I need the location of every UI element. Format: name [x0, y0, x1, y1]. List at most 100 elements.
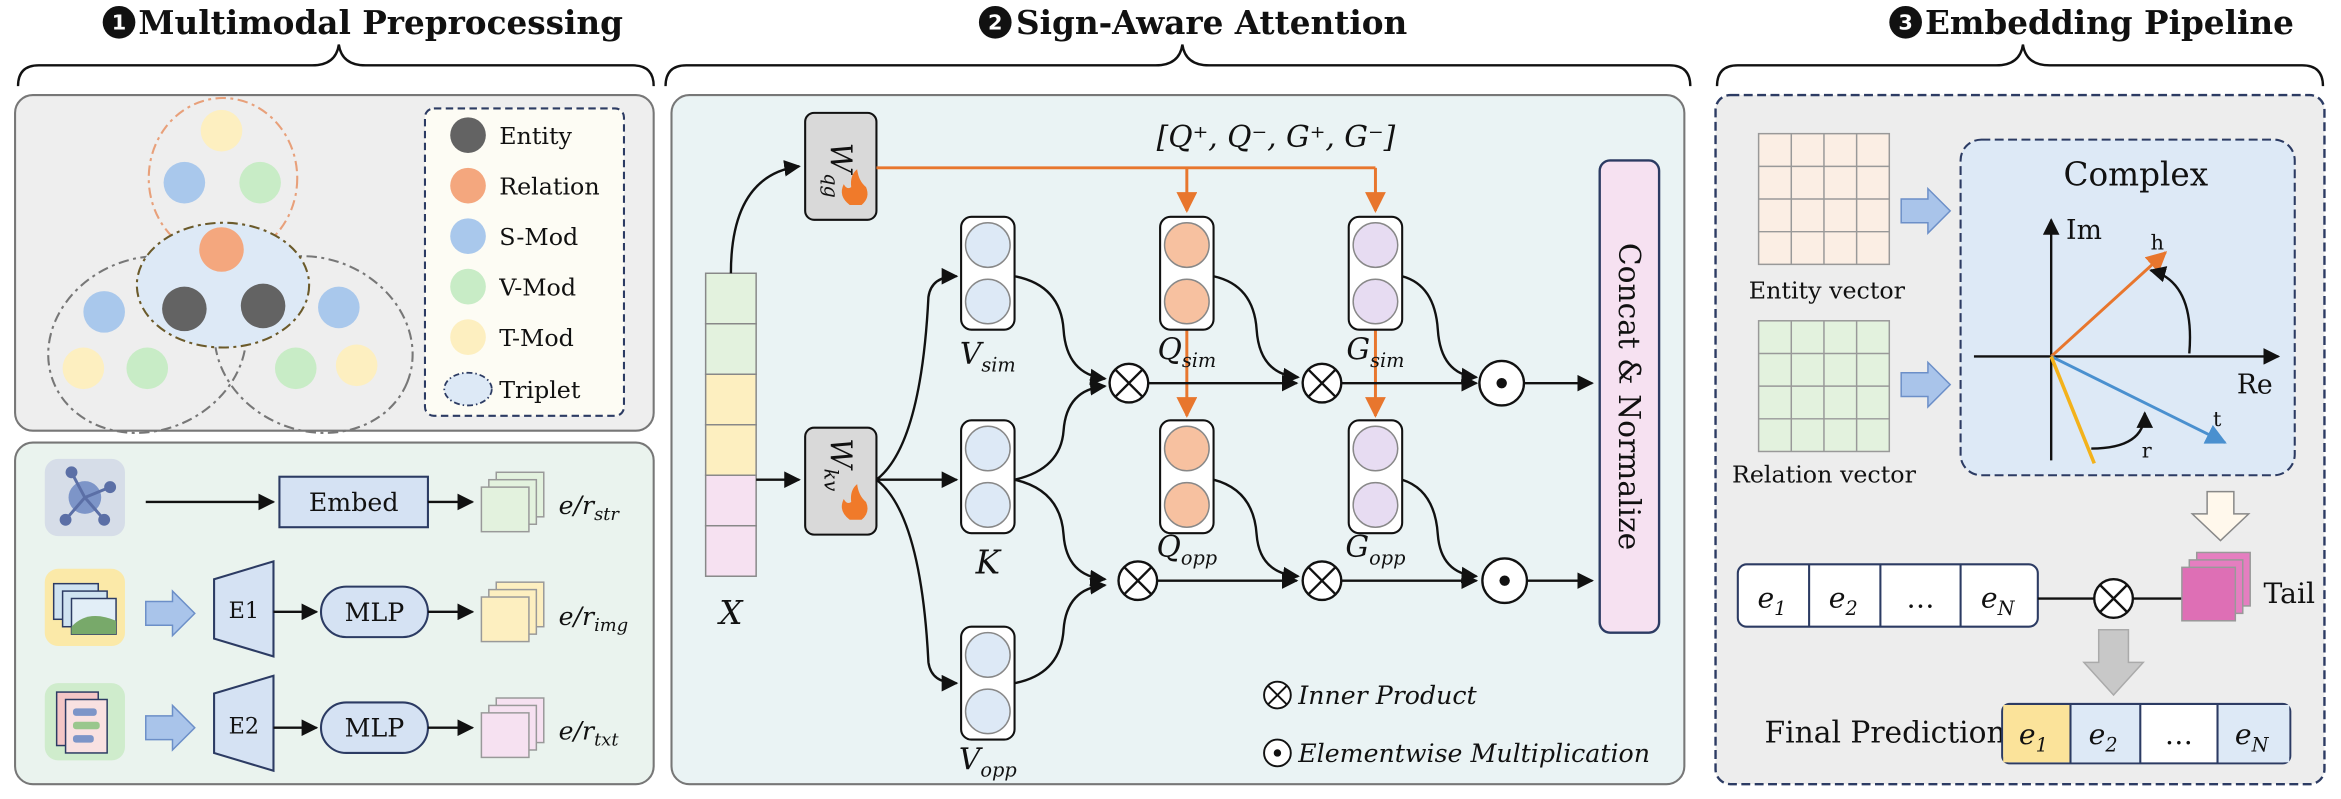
legend-triplet-label: Triplet	[499, 376, 581, 404]
legend-relation: Relation	[450, 167, 600, 204]
arrow-wkv-to-vopp	[875, 478, 959, 692]
conn-qopp-op4	[1213, 478, 1300, 584]
entity-row	[1736, 563, 2039, 628]
wkv-box: Wkv	[804, 426, 878, 536]
arrow-x-to-wqg	[729, 160, 801, 274]
output-img: e/rimg	[559, 602, 629, 636]
qopp-block	[1159, 419, 1215, 535]
rotation-arc-r	[2091, 411, 2154, 450]
legend-smod: S-Mod	[450, 218, 578, 254]
blue-arrow-relation	[1900, 360, 1952, 409]
final-prediction-row	[2001, 702, 2292, 765]
vsim-block	[960, 215, 1016, 331]
inner-product-op-2	[1117, 560, 1159, 602]
vopp-block	[960, 625, 1016, 741]
section-title-attention: 2 Sign-Aware Attention	[978, 3, 1407, 42]
stack-txt	[480, 697, 545, 759]
inner-product-op-pipeline	[2093, 578, 2135, 620]
stack-img	[480, 581, 545, 643]
encoder-e1: E1	[213, 559, 275, 658]
legend-vmod-label: V-Mod	[498, 274, 576, 302]
section-number-2: 2	[988, 11, 1002, 35]
rotation-arc-h	[2149, 266, 2192, 354]
brace-attention	[664, 44, 1692, 87]
arrow-wkv-to-vsim	[875, 267, 959, 481]
im-axis-label: Im	[2066, 215, 2102, 246]
section-title-text-3: Embedding Pipeline	[1925, 3, 2294, 42]
input-x-label: X	[716, 594, 744, 632]
re-axis-label: Re	[2237, 370, 2273, 401]
down-hollow-arrow	[2190, 490, 2251, 542]
wqg-box: Wqg	[804, 111, 878, 221]
concat-normalize-box: Concat & Normalize	[1598, 159, 1661, 634]
gopp-block	[1347, 419, 1404, 535]
mlp-img-label: MLP	[345, 598, 405, 627]
document-icon	[44, 683, 125, 761]
concat-label: Concat & Normalize	[1611, 243, 1646, 550]
entity-vector-label: Entity vector	[1749, 277, 1906, 305]
encoder-e1-label: E1	[229, 598, 259, 624]
final-ellipsis: …	[2165, 718, 2193, 751]
row-e1: e1	[1757, 581, 1786, 619]
blue-arrow-txt	[145, 703, 196, 752]
elementwise-op-2	[1481, 557, 1529, 605]
conn-gsim-mul1	[1401, 275, 1479, 385]
k-label: K	[975, 543, 1002, 581]
image-icon	[44, 568, 125, 647]
blue-arrow-entity	[1900, 186, 1952, 235]
embed-box: Embed	[278, 475, 429, 529]
legend-elementwise: Elementwise Multiplication	[1263, 738, 1650, 768]
input-x-column	[704, 272, 757, 577]
inner-product-op-3	[1301, 362, 1343, 404]
output-txt: e/rtxt	[559, 717, 620, 751]
encoder-e2-label: E2	[229, 714, 259, 740]
complex-title: Complex	[2063, 156, 2208, 194]
section-title-text-2: Sign-Aware Attention	[1016, 3, 1407, 42]
final-prediction-label: Final Prediction	[1765, 716, 2006, 751]
vector-t-label: t	[2213, 407, 2222, 431]
conn-vsim-op1	[1014, 275, 1107, 386]
vector-h-label: h	[2151, 231, 2164, 255]
gopp-label: Gopp	[1345, 530, 1405, 569]
legend-tmod-label: T-Mod	[499, 324, 574, 352]
k-block	[960, 419, 1016, 535]
final-e1: e1	[2019, 718, 2048, 756]
section-number-1: 1	[112, 11, 126, 35]
flame-icon-qg	[841, 169, 868, 205]
tail-stack	[2181, 551, 2251, 622]
embed-label: Embed	[309, 488, 399, 517]
qsim-block	[1159, 215, 1215, 331]
blue-arrow-img	[145, 589, 196, 638]
legend-triplet: Triplet	[443, 371, 581, 407]
row-eN: eN	[1981, 581, 2016, 619]
stack-str	[480, 471, 545, 533]
vector-t	[2050, 355, 2227, 444]
qg-list-label: [Q⁺, Q⁻, G⁺, G⁻]	[1157, 120, 1396, 155]
vector-h	[2050, 251, 2168, 358]
gsim-label: Gsim	[1346, 332, 1404, 371]
vopp-label: Vopp	[959, 742, 1017, 781]
gsim-block	[1347, 215, 1404, 331]
elementwise-op-1	[1478, 359, 1526, 407]
legend-smod-label: S-Mod	[499, 223, 578, 251]
section-title-pipeline: 3 Embedding Pipeline	[1889, 3, 2294, 42]
output-str: e/rstr	[559, 491, 621, 525]
legend-inner-product: Inner Product	[1263, 680, 1477, 710]
flame-icon-kv	[841, 484, 868, 520]
row-e2: e2	[1829, 581, 1858, 619]
section-number-3: 3	[1898, 11, 1912, 35]
brace-pipeline	[1715, 44, 2325, 87]
inner-product-op-4	[1301, 560, 1343, 602]
mlp-txt-label: MLP	[345, 714, 405, 743]
graph-icon	[44, 458, 125, 537]
conn-vopp-op2	[1014, 578, 1107, 685]
qopp-label: Qopp	[1157, 530, 1218, 569]
legend-tmod: T-Mod	[450, 319, 574, 355]
vsim-label: Vsim	[960, 337, 1016, 376]
vector-r-label: r	[2142, 438, 2152, 462]
section-title-text-1: Multimodal Preprocessing	[138, 3, 623, 42]
conn-k-op2	[1014, 478, 1107, 587]
legend-entity-label: Entity	[499, 122, 572, 150]
triplet-cluster	[47, 96, 414, 434]
